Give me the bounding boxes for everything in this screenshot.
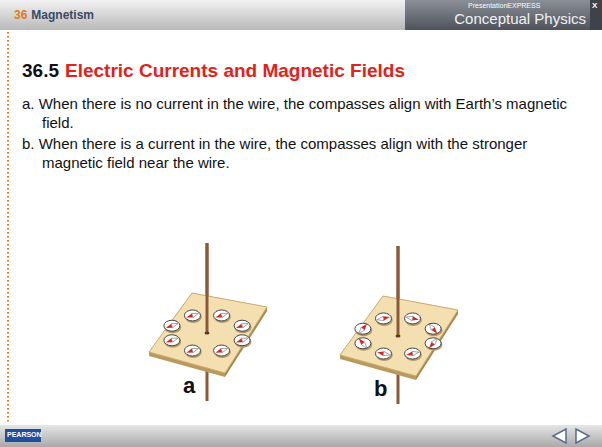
compass-shadow — [234, 321, 251, 333]
compass-body — [405, 348, 421, 359]
slide-title: Electric Currents and Magnetic Fields — [65, 60, 405, 82]
compass-shadow — [164, 321, 181, 333]
compass-shadow — [376, 314, 393, 326]
compass-setup-b — [340, 246, 458, 404]
needle-south — [359, 327, 365, 333]
back-arrow — [553, 429, 566, 443]
compass-shadow — [214, 311, 231, 323]
compass-shadow — [355, 324, 372, 336]
needle-south — [241, 338, 248, 342]
close-box — [590, 0, 602, 30]
compass-body — [184, 310, 200, 321]
wire — [397, 246, 400, 336]
footer-bar — [0, 425, 602, 447]
needle-south — [241, 324, 248, 328]
compass-body — [405, 313, 421, 324]
bullet-text: a. When there is no current in the wire,… — [22, 94, 570, 132]
compass-shadow — [405, 314, 422, 326]
compass-shadow — [425, 324, 442, 336]
compass-setup-a — [149, 243, 267, 401]
compass-shadow — [376, 349, 393, 361]
wire-hole — [205, 332, 210, 335]
compass-shadow — [425, 339, 442, 351]
figure-letter: a — [183, 373, 195, 399]
compass-shadow — [185, 346, 202, 358]
wire-hole — [396, 335, 401, 338]
compass-body — [355, 338, 371, 349]
book-title: Conceptual Physics — [454, 10, 586, 27]
compass-body — [425, 338, 441, 349]
compass-body — [234, 335, 250, 346]
needle-south — [361, 342, 367, 348]
dotted-margin — [7, 32, 9, 423]
wire — [206, 243, 209, 333]
compass-body — [164, 320, 180, 331]
compass-body — [214, 310, 230, 321]
compass-shadow — [234, 336, 251, 348]
close-button: X — [592, 1, 597, 10]
wire — [206, 243, 209, 401]
next-arrow — [576, 429, 589, 443]
compass-body — [164, 335, 180, 346]
needle-south — [171, 338, 178, 342]
pearson-badge — [5, 429, 41, 442]
compass-body — [214, 345, 230, 356]
wire — [397, 246, 400, 404]
series-name: PresentationEXPRESS — [468, 2, 540, 9]
compass-body — [234, 320, 250, 331]
needle-south — [377, 316, 384, 320]
needle-south — [429, 324, 435, 330]
needle-south — [221, 313, 228, 317]
bullet-text: b. When there is a current in the wire, … — [22, 134, 570, 172]
chapter-name: Magnetism — [31, 8, 94, 22]
needle-south — [192, 348, 199, 352]
section-number: 36.5 — [22, 60, 59, 82]
needle-south — [383, 351, 390, 355]
compass-shadow — [214, 346, 231, 358]
publisher-logo: PEARSON — [7, 431, 42, 438]
compass-body — [375, 348, 391, 359]
needle-south — [412, 351, 419, 355]
needle-south — [171, 324, 178, 328]
compass-body — [355, 323, 371, 334]
figure-letter: b — [374, 376, 387, 402]
compass-shadow — [164, 336, 181, 348]
needle-south — [192, 313, 199, 317]
compass-body — [425, 323, 441, 334]
needle-south — [406, 316, 413, 320]
header-bar — [0, 0, 602, 30]
logo-panel — [405, 0, 590, 30]
needle-south — [431, 338, 437, 344]
compass-shadow — [185, 311, 202, 323]
needle-south — [221, 348, 228, 352]
compass-shadow — [355, 339, 372, 351]
compass-body — [184, 345, 200, 356]
compass-body — [375, 313, 391, 324]
compass-shadow — [405, 349, 422, 361]
chapter-number: 36 — [14, 8, 27, 22]
